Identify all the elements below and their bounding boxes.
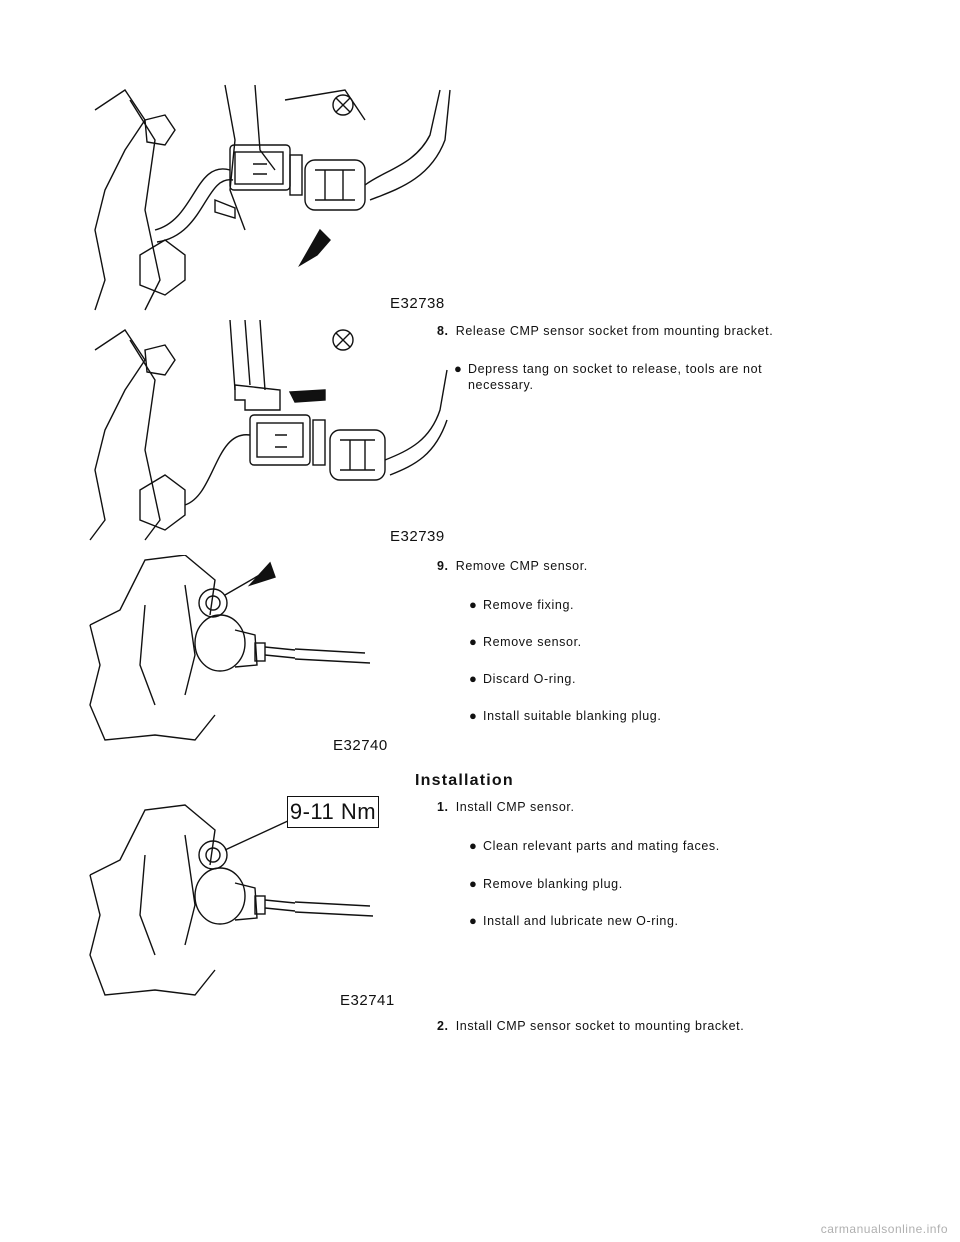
bullet-text: Discard O-ring. [483, 672, 577, 686]
figure-sensor-installation: E32741 [85, 800, 394, 1009]
watermark: carmanualsonline.info [820, 1222, 948, 1236]
figure-code: E32741 [340, 992, 395, 1009]
bullet-text: Clean relevant parts and mating faces. [483, 839, 720, 853]
torque-label: 9-11 Nm [287, 796, 379, 828]
step-number: 8. [437, 324, 449, 338]
bullet-icon: ● [469, 708, 478, 723]
figure-code: E32740 [333, 737, 388, 754]
bullet-item: ● Discard O-ring. [469, 671, 843, 687]
bullet-icon: ● [469, 671, 478, 686]
bullet-item: ● Clean relevant parts and mating faces. [469, 838, 843, 854]
step-number: 2. [437, 1019, 449, 1033]
bullet-text: Remove fixing. [483, 598, 575, 612]
step-8: 8. Release CMP sensor socket from mounti… [437, 323, 773, 339]
bullet-text: Remove blanking plug. [483, 877, 623, 891]
bullet-icon: ● [469, 634, 478, 649]
install-step-2: 2. Install CMP sensor socket to mounting… [437, 1018, 744, 1034]
bullet-icon: ● [454, 361, 463, 376]
bullet-item: ● Remove fixing. [469, 597, 843, 613]
bullet-item: ● Remove blanking plug. [469, 876, 843, 892]
step-number: 9. [437, 559, 449, 573]
figure-sensor-removal: E32740 [85, 555, 387, 754]
bullet-text: Install and lubricate new O-ring. [483, 914, 679, 928]
figure-code: E32738 [390, 295, 445, 312]
install-step-1: 1. Install CMP sensor. [437, 799, 575, 815]
bullet-item: ● Depress tang on socket to release, too… [454, 361, 828, 393]
step-number: 1. [437, 800, 449, 814]
figure-code: E32739 [390, 528, 445, 545]
bullet-icon: ● [469, 913, 478, 928]
bullet-icon: ● [469, 838, 478, 853]
bullet-text: Install suitable blanking plug. [483, 709, 662, 723]
step-text: Install CMP sensor socket to mounting br… [455, 1019, 745, 1033]
step-text: Remove CMP sensor. [455, 559, 588, 573]
step-text: Install CMP sensor. [455, 800, 575, 814]
bullet-item: ● Install and lubricate new O-ring. [469, 913, 843, 929]
bullet-icon: ● [469, 597, 478, 612]
bullet-item: ● Remove sensor. [469, 634, 843, 650]
figure-connector-1: E32738 [85, 80, 455, 315]
step-text: Release CMP sensor socket from mounting … [455, 324, 774, 338]
bullet-text: Remove sensor. [483, 635, 582, 649]
bullet-item: ● Install suitable blanking plug. [469, 708, 843, 724]
step-9: 9. Remove CMP sensor. [437, 558, 588, 574]
section-heading-installation: Installation [415, 772, 514, 789]
figure-connector-2: E32739 [85, 320, 455, 545]
bullet-text: Depress tang on socket to release, tools… [468, 362, 763, 392]
bullet-icon: ● [469, 876, 478, 891]
